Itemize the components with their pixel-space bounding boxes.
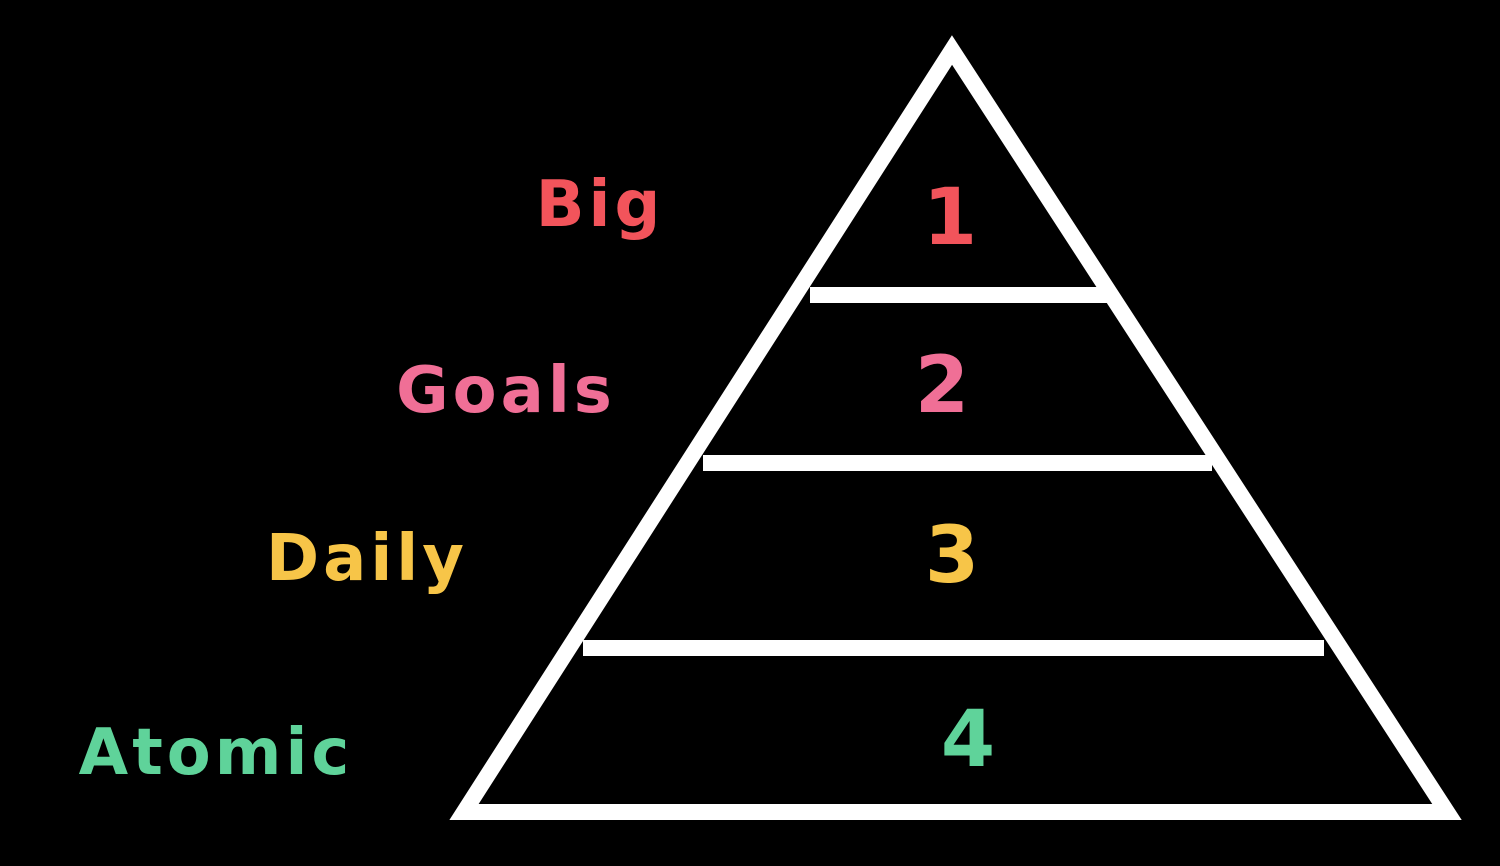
level-number-1: 1 (923, 173, 977, 263)
level-goals: Goals 2 (396, 341, 969, 431)
side-label-goals: Goals (396, 354, 616, 428)
side-label-big: Big (536, 168, 665, 242)
level-number-3: 3 (925, 511, 979, 601)
level-daily: Daily 3 (266, 511, 979, 601)
side-label-atomic: Atomic (79, 716, 354, 790)
level-atomic: Atomic 4 (79, 695, 995, 790)
level-number-2: 2 (915, 341, 969, 431)
pyramid-outline (449, 35, 1462, 820)
level-number-4: 4 (941, 695, 995, 785)
pyramid-triangle (449, 35, 1462, 820)
level-big: Big 1 (536, 168, 977, 263)
side-label-daily: Daily (266, 522, 468, 596)
